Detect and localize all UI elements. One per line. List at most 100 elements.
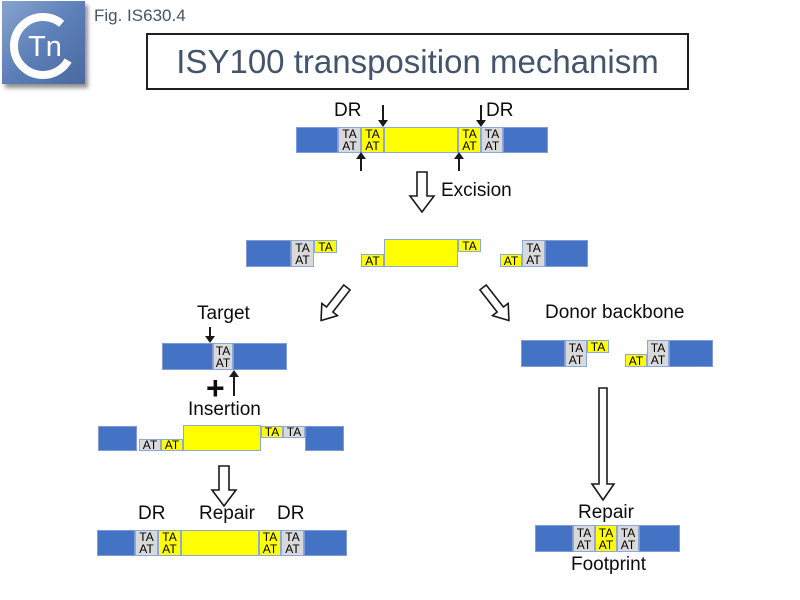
- base-bottom: AT: [462, 139, 477, 153]
- flank-dna-segment: [304, 530, 347, 556]
- base-top: TA: [620, 525, 636, 540]
- flank-dna-segment: [669, 340, 713, 367]
- transposon-body: [181, 530, 259, 556]
- base-bottom: AT: [295, 252, 310, 267]
- flank-dna-segment: [246, 240, 291, 267]
- cleavage-arrowhead-bottom-left: [356, 152, 366, 159]
- logo-c-ring: [10, 13, 76, 79]
- base-bottom: AT: [620, 537, 636, 552]
- logo-text: Tn: [28, 31, 62, 63]
- overhang-top-strand: TA: [587, 340, 609, 353]
- base-bottom: AT: [162, 542, 177, 556]
- base-bottom: AT: [365, 139, 380, 153]
- base-bottom: AT: [568, 352, 584, 367]
- excision-label: Excision: [441, 180, 512, 201]
- base-top: TA: [139, 530, 154, 544]
- insertion-label: Insertion: [188, 399, 261, 420]
- target-nick-arrowhead-bottom: [229, 370, 239, 377]
- tn-registry-logo: Tn: [2, 1, 85, 84]
- base-top: TA: [285, 530, 300, 544]
- base-top: TA: [526, 240, 541, 255]
- base-bottom: AT: [262, 542, 278, 556]
- base-top: TA: [598, 525, 614, 540]
- base-top: TA: [568, 340, 584, 355]
- branch-arrow-left: [320, 283, 352, 322]
- base-bottom: AT: [139, 542, 154, 556]
- cleavage-arrowhead-bottom-right: [454, 152, 464, 159]
- cleavage-arrowhead-top-left: [378, 120, 388, 127]
- base-top: TA: [576, 525, 592, 540]
- base-bottom: AT: [285, 542, 300, 556]
- flank-dna-segment: [545, 240, 588, 267]
- overhang-bottom-strand: AT: [500, 254, 522, 267]
- transposon-body: [183, 425, 261, 451]
- dr-label-product-left: DR: [138, 503, 166, 524]
- cleavage-arrow-top-right: [480, 105, 482, 121]
- target-half-bottom: AT: [139, 439, 161, 451]
- target-nick-arrow-top: [209, 327, 211, 338]
- target-half-top: TA: [283, 426, 305, 438]
- target-nick-arrow-bottom: [233, 376, 235, 396]
- branch-arrow-right: [478, 283, 510, 322]
- base-top: TA: [295, 240, 310, 255]
- transposon-body: [384, 127, 458, 153]
- base-bottom: AT: [342, 139, 357, 153]
- base-top: TA: [365, 127, 380, 141]
- overhang-top-strand: TA: [314, 240, 337, 253]
- base-top: TA: [342, 127, 357, 141]
- repair-label-left: Repair: [199, 503, 255, 524]
- overhang-top-strand: TA: [458, 239, 481, 252]
- base-top: TA: [462, 127, 477, 141]
- transposon-body: [384, 239, 458, 267]
- overhang-bottom-strand: AT: [361, 254, 384, 267]
- flank-dna-segment: [503, 127, 548, 153]
- target-nick-arrowhead-top: [205, 336, 215, 343]
- base-bottom: AT: [484, 139, 500, 153]
- slide-title: ISY100 transposition mechanism: [176, 42, 659, 80]
- repair-arrow-right: [590, 387, 616, 501]
- overhang-bottom-strand: AT: [625, 354, 647, 367]
- transposon-half-bottom: AT: [161, 439, 183, 451]
- base-bottom: AT: [576, 537, 592, 552]
- repair-label-right: Repair: [578, 502, 634, 523]
- figure-number-label: Fig. IS630.4: [94, 6, 186, 25]
- target-dna-segment: [305, 426, 344, 451]
- target-dna-segment: [233, 343, 287, 370]
- excision-arrow: [408, 171, 436, 213]
- base-bottom: AT: [526, 252, 541, 267]
- tn-logo-graphic: Tn: [2, 1, 85, 84]
- plus-sign: +: [206, 370, 225, 406]
- cleavage-arrow-bottom-left: [360, 158, 362, 171]
- base-bottom: AT: [598, 537, 614, 552]
- flank-dna-segment: [296, 127, 338, 153]
- base-top: TA: [484, 127, 500, 141]
- cleavage-arrowhead-top-right: [476, 120, 486, 127]
- target-dna-segment: [162, 343, 213, 370]
- repair-arrow-left: [210, 465, 238, 507]
- cleavage-arrow-bottom-right: [458, 158, 460, 171]
- dr-label-product-right: DR: [277, 503, 305, 524]
- dr-label-top-left: DR: [334, 100, 362, 121]
- base-top: TA: [650, 340, 666, 355]
- flank-dna-segment: [521, 340, 565, 367]
- donor-backbone-label: Donor backbone: [545, 302, 685, 323]
- flank-dna-segment: [639, 525, 680, 552]
- cleavage-arrow-top-left: [382, 105, 384, 121]
- target-label: Target: [197, 303, 250, 324]
- flank-dna-segment: [97, 530, 135, 556]
